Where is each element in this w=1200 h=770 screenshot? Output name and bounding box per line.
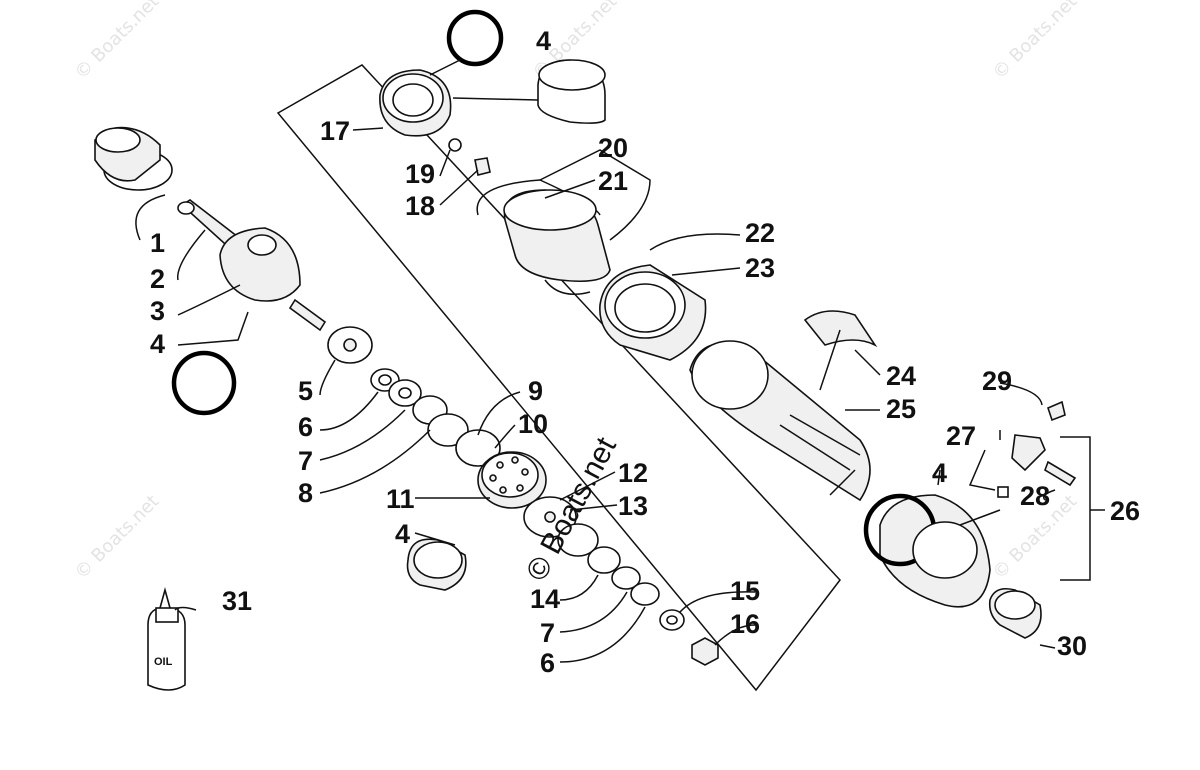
- callout-17: 17: [320, 116, 350, 146]
- part-reservoir: [863, 493, 991, 608]
- leaders: [135, 127, 1105, 663]
- kit-outline: [276, 64, 841, 692]
- callout-9: 9: [528, 376, 543, 406]
- callout-30: 30: [1057, 631, 1087, 661]
- callout-11: 11: [386, 484, 415, 514]
- callouts: 1 2 3 4 5 6 7 8 9 10 11 12 13 4 14 7 6 1…: [150, 26, 1140, 678]
- callout-26: 26: [1110, 496, 1140, 526]
- callout-6: 6: [298, 412, 313, 442]
- part-4-oring-top: [446, 9, 504, 67]
- watermark: © Boats.net: [989, 0, 1081, 84]
- watermark: © Boats.net: [71, 491, 163, 583]
- part-2-3-shaft-eye: [177, 199, 327, 332]
- part-31-oil-bottle: OIL: [147, 587, 186, 691]
- callout-7: 7: [298, 446, 313, 476]
- callout-24: 24: [886, 361, 916, 391]
- callout-18: 18: [405, 191, 435, 221]
- washer-stack: [327, 326, 501, 467]
- callout-13: 13: [618, 491, 648, 521]
- leader: [429, 59, 461, 76]
- callout-20: 20: [598, 133, 628, 163]
- part-29-cap: [1047, 400, 1066, 422]
- part-4-ring-lower: [406, 538, 467, 591]
- callout-25: 25: [886, 394, 916, 424]
- part-20-21-sleeve: [476, 179, 611, 295]
- part-4-band-top: [537, 59, 606, 124]
- callout-27: 27: [946, 421, 976, 451]
- callout-21: 21: [598, 166, 628, 196]
- watermark: © Boats.net: [71, 0, 163, 84]
- callout-15: 15: [730, 576, 760, 606]
- callout-29: 29: [982, 366, 1012, 396]
- callout-4c: 4: [536, 26, 551, 56]
- callout-22: 22: [745, 218, 775, 248]
- callout-1: 1: [150, 228, 165, 258]
- callout-5: 5: [298, 376, 313, 406]
- oil-bottle-label: OIL: [154, 656, 173, 668]
- part-25-body: [689, 340, 871, 502]
- callout-4d: 4: [932, 458, 947, 488]
- callout-16: 16: [730, 609, 760, 639]
- callout-19: 19: [405, 159, 435, 189]
- part-17-fitting: [379, 69, 452, 137]
- leader: [452, 97, 539, 101]
- part-4-oring-left: [171, 350, 237, 416]
- callout-23: 23: [745, 253, 775, 283]
- part-18-screw: [474, 157, 491, 176]
- part-22-23-nut: [599, 264, 707, 361]
- callout-8: 8: [298, 478, 313, 508]
- part-1-bushing: [94, 126, 173, 191]
- callout-6b: 6: [540, 648, 555, 678]
- washer-stack-lower: [523, 496, 719, 666]
- callout-10: 10: [518, 409, 548, 439]
- callout-4b: 4: [395, 519, 410, 549]
- part-27-valve: [997, 434, 1077, 498]
- callout-3: 3: [150, 296, 165, 326]
- callout-31: 31: [222, 586, 252, 616]
- callout-2: 2: [150, 264, 165, 294]
- part-24-spring-seat: [803, 310, 878, 348]
- callout-7b: 7: [540, 618, 555, 648]
- callout-14: 14: [530, 584, 560, 614]
- callout-28: 28: [1020, 481, 1050, 511]
- part-30-bushing: [988, 587, 1042, 639]
- part-19-oring: [448, 138, 462, 152]
- part-11-piston: [477, 451, 547, 509]
- callout-12: 12: [618, 458, 648, 488]
- callout-4: 4: [150, 329, 165, 359]
